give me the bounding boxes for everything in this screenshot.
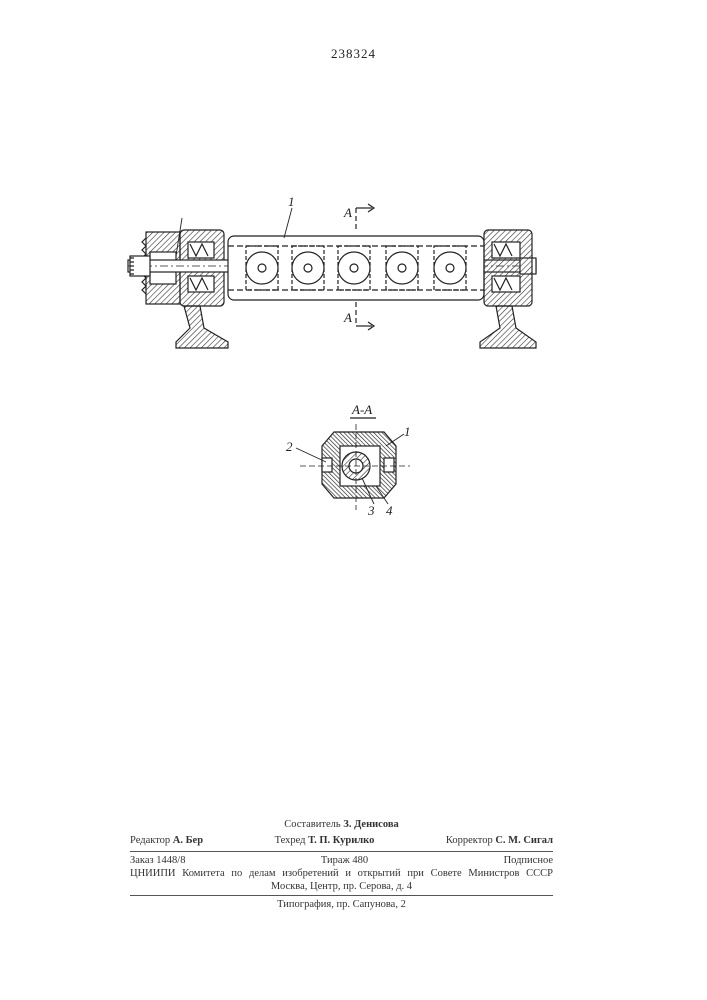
order: Заказ 1448/8 bbox=[130, 854, 185, 867]
figure-2-label-1: 1 bbox=[404, 424, 411, 439]
figure-2-label-4: 4 bbox=[386, 503, 393, 518]
editor: Редактор А. Бер bbox=[130, 834, 203, 847]
staff-line: Редактор А. Бер Техред Т. П. Курилко Кор… bbox=[130, 834, 553, 847]
figure-2-section bbox=[296, 424, 410, 510]
right-stand bbox=[480, 306, 536, 348]
printing-house-line: Типография, пр. Сапунова, 2 bbox=[130, 898, 553, 911]
section-label-bottom: A bbox=[343, 310, 352, 325]
org-line: ЦНИИПИ Комитета по делам изобретений и о… bbox=[130, 867, 553, 880]
left-stand bbox=[176, 306, 228, 348]
section-label-top: A bbox=[343, 205, 352, 220]
figure-1-label-1: 1 bbox=[288, 194, 295, 209]
figure-2-title: A-A bbox=[351, 402, 372, 417]
circulation: Тираж 480 bbox=[321, 854, 368, 867]
techred: Техред Т. П. Курилко bbox=[275, 834, 375, 847]
figure-2-label-2: 2 bbox=[286, 439, 293, 454]
figure-2-label-3: 3 bbox=[367, 503, 375, 518]
divider-2 bbox=[130, 895, 553, 896]
figure-1-assembly bbox=[128, 204, 536, 348]
corrector: Корректор С. М. Сигал bbox=[446, 834, 553, 847]
subscription: Подписное bbox=[504, 854, 553, 867]
compiler-line: Составитель З. Денисова bbox=[130, 818, 553, 831]
technical-drawing: 1 A A A-A 2 1 3 4 bbox=[0, 0, 707, 560]
order-line: Заказ 1448/8 Тираж 480 Подписное bbox=[130, 854, 553, 867]
divider-1 bbox=[130, 851, 553, 852]
right-bearing-housing bbox=[484, 230, 532, 306]
address-line: Москва, Центр, пр. Серова, д. 4 bbox=[130, 880, 553, 893]
